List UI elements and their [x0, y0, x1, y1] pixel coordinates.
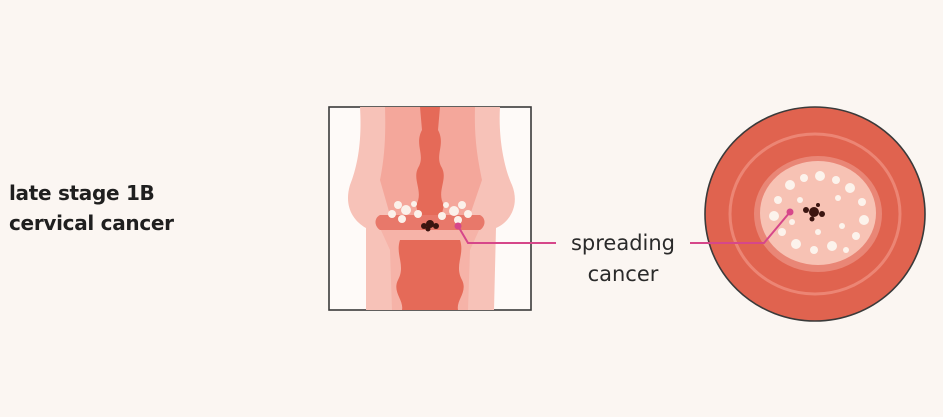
callout-dot-left [454, 222, 462, 230]
title-line-2: cervical cancer [9, 211, 174, 235]
diagram-title: late stage 1B cervical cancer [9, 178, 174, 238]
cancer-cells [388, 201, 472, 224]
cervix-ring-line [728, 132, 902, 296]
callout-lines [457, 211, 791, 244]
cervix-section-illustration [328, 106, 532, 311]
tumor-core [421, 220, 439, 232]
title-line-1: late stage 1B [9, 181, 155, 205]
callout-line-2: cancer [587, 262, 659, 286]
callout-label: spreading cancer [556, 228, 690, 290]
callout-line-1: spreading [570, 231, 676, 255]
callout-line-right [690, 211, 791, 244]
vaginal-canal [396, 240, 464, 310]
cervix-front-illustration [704, 106, 926, 322]
front-tumor-core [803, 203, 825, 222]
callout-dot-right [786, 208, 794, 216]
front-cancer-cells [769, 171, 869, 254]
cervical-canal [416, 107, 444, 222]
callout-line-left [457, 225, 556, 244]
